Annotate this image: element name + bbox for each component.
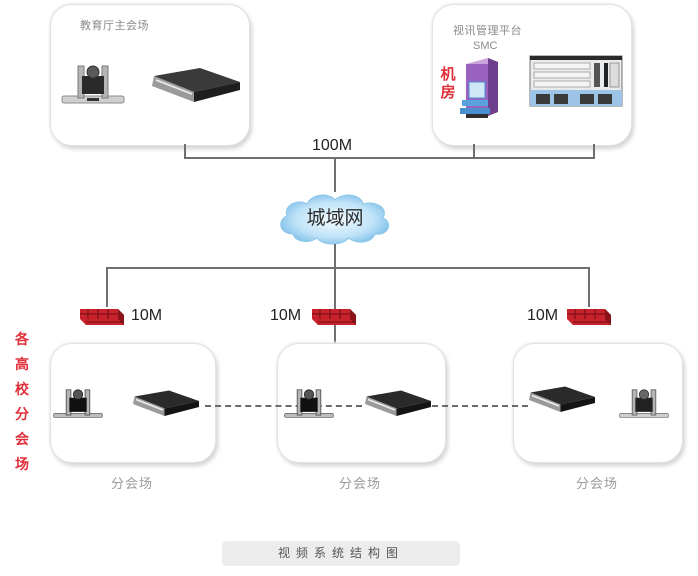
branch-3-camera-icon bbox=[619, 389, 669, 418]
main-venue-title: 教育厅主会场 bbox=[80, 19, 149, 32]
cloud-to-bus-link bbox=[334, 244, 336, 269]
firewall-icon-2 bbox=[312, 309, 356, 325]
branch-bus bbox=[106, 267, 590, 269]
smc-server-icon bbox=[460, 58, 498, 118]
branch-group-char-2: 高 bbox=[15, 357, 29, 373]
firewall-icon-3 bbox=[567, 309, 611, 325]
firewall-icon-1 bbox=[80, 309, 124, 325]
mcu-link bbox=[593, 144, 595, 158]
metro-network-label: 城域网 bbox=[306, 207, 364, 229]
room-label-char-2: 房 bbox=[440, 83, 456, 101]
branch-3-codec-icon bbox=[529, 386, 595, 412]
branch-2-codec-icon bbox=[365, 390, 431, 416]
mcu-chassis-icon bbox=[529, 55, 623, 107]
codec-terminal-icon bbox=[152, 68, 240, 102]
management-platform-title: 视讯管理平台 bbox=[453, 24, 522, 37]
branch-1-link bbox=[106, 267, 108, 307]
backbone-bandwidth-label: 100M bbox=[312, 137, 353, 154]
cloud-icon bbox=[280, 194, 390, 245]
branch-3-label: 分会场 bbox=[576, 477, 619, 492]
branch-1-label: 分会场 bbox=[111, 477, 154, 492]
branch-1-camera-icon bbox=[53, 389, 103, 418]
branch-1-bandwidth: 10M bbox=[131, 307, 163, 324]
branch-1-2-dashed-link bbox=[205, 405, 362, 407]
branch-group-char-1: 各 bbox=[15, 332, 29, 348]
branch-2-bandwidth: 10M bbox=[270, 307, 302, 324]
branch-group-char-3: 校 bbox=[15, 382, 29, 398]
room-label-char-1: 机 bbox=[440, 65, 456, 83]
branch-1-codec-icon bbox=[133, 390, 199, 416]
smc-link bbox=[473, 144, 475, 158]
metro-network-cloud: 城域网 bbox=[275, 190, 395, 246]
branch-3-bandwidth: 10M bbox=[527, 307, 559, 324]
smc-label: SMC bbox=[473, 40, 498, 52]
main-venue-link bbox=[184, 144, 186, 158]
backbone-100m-bus bbox=[184, 157, 595, 159]
branch-2-camera-icon bbox=[284, 389, 334, 418]
branch-2-link bbox=[334, 267, 336, 343]
backbone-to-cloud-link bbox=[334, 158, 336, 192]
branch-2-3-dashed-link bbox=[432, 405, 528, 407]
ptz-camera-icon bbox=[61, 65, 125, 104]
branch-2-label: 分会场 bbox=[339, 477, 382, 492]
branch-group-char-6: 场 bbox=[15, 457, 29, 473]
diagram-caption: 视频系统结构图 bbox=[222, 541, 460, 566]
branch-3-link bbox=[588, 267, 590, 307]
branch-group-char-5: 会 bbox=[15, 432, 29, 448]
branch-group-char-4: 分 bbox=[15, 407, 29, 423]
